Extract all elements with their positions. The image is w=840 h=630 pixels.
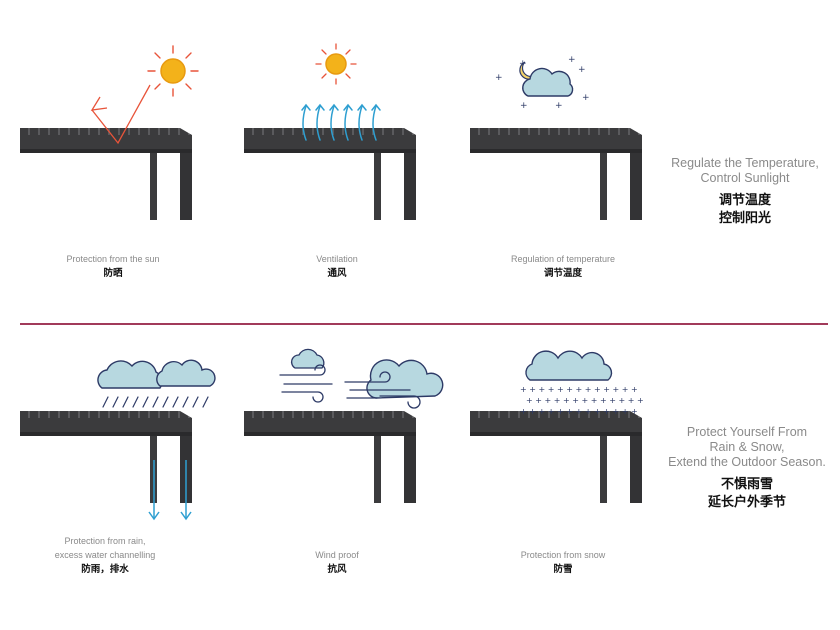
sun-icon bbox=[315, 43, 357, 85]
feature-rain bbox=[20, 359, 216, 521]
feature-sun-protection bbox=[20, 45, 199, 220]
pergola bbox=[244, 411, 416, 503]
svg-text:+: + bbox=[578, 65, 586, 75]
caption-cn: 防雪 bbox=[553, 564, 573, 575]
summary-en-line: Regulate the Temperature, bbox=[671, 156, 819, 170]
svg-text:+: + bbox=[519, 59, 527, 69]
summary-en-line: Control Sunlight bbox=[700, 171, 790, 185]
snow-cloud-icon: + + + + + + + + + + + + + + + + + + + + … bbox=[520, 350, 644, 416]
summary-sunlight: Regulate the Temperature, Control Sunlig… bbox=[650, 156, 840, 228]
caption-cn: 抗风 bbox=[327, 564, 347, 575]
svg-text:+: + bbox=[555, 101, 563, 111]
svg-text:+ + + + + + + + + + + + +: + + + + + + + + + + + + + bbox=[526, 396, 644, 405]
summary-cn-line: 延长户外季节 bbox=[707, 495, 786, 510]
caption-cn: 通风 bbox=[327, 268, 347, 279]
summary-en-line: Rain & Snow, bbox=[709, 440, 785, 454]
summary-en-line: Extend the Outdoor Season. bbox=[668, 455, 826, 469]
sun-icon bbox=[147, 45, 199, 97]
svg-text:+: + bbox=[568, 55, 576, 65]
caption-en: Protection from rain, bbox=[64, 536, 146, 546]
caption-en: Regulation of temperature bbox=[510, 254, 616, 264]
caption-wind: Wind proof 抗风 bbox=[237, 548, 437, 577]
caption-sun-protection: Protection from the sun 防晒 bbox=[13, 252, 213, 281]
feature-ventilation bbox=[244, 43, 416, 220]
caption-ventilation: Ventilation 通风 bbox=[237, 252, 437, 281]
summary-rain-snow: Protect Yourself From Rain & Snow, Exten… bbox=[654, 425, 840, 512]
caption-cn: 防晒 bbox=[103, 268, 123, 279]
night-cloud-icon: +++ +++ + bbox=[495, 55, 590, 111]
svg-text:+: + bbox=[495, 73, 503, 83]
section-divider bbox=[20, 323, 828, 325]
caption-temperature: Regulation of temperature 调节温度 bbox=[463, 252, 663, 281]
pergola bbox=[20, 128, 192, 220]
summary-cn-line: 调节温度 bbox=[718, 193, 771, 208]
caption-en: Protection from the sun bbox=[66, 254, 160, 264]
caption-rain: Protection from rain, excess water chann… bbox=[5, 534, 205, 577]
caption-cn: 调节温度 bbox=[543, 268, 582, 279]
feature-snow: + + + + + + + + + + + + + + + + + + + + … bbox=[470, 350, 644, 503]
svg-text:+ + + + + + + + + + + + +: + + + + + + + + + + + + + bbox=[520, 385, 638, 394]
summary-en-line: Protect Yourself From bbox=[686, 425, 808, 439]
caption-en: Wind proof bbox=[315, 550, 359, 560]
caption-snow: Protection from snow 防雪 bbox=[463, 548, 663, 577]
svg-text:+: + bbox=[582, 93, 590, 103]
feature-wind bbox=[244, 348, 444, 503]
svg-text:+: + bbox=[520, 101, 528, 111]
rain-cloud-icon bbox=[97, 359, 216, 408]
pergola bbox=[20, 411, 192, 503]
summary-cn-line: 不惧雨雪 bbox=[720, 477, 773, 492]
pergola bbox=[470, 128, 642, 220]
summary-cn-line: 控制阳光 bbox=[718, 211, 771, 226]
caption-en: Ventilation bbox=[316, 254, 358, 264]
caption-en: Protection from snow bbox=[520, 550, 606, 560]
pergola bbox=[470, 411, 642, 503]
feature-temperature: +++ +++ + bbox=[470, 55, 642, 220]
airflow-arrows-icon bbox=[301, 103, 381, 141]
pergola bbox=[244, 128, 416, 220]
water-drain-arrow-icon bbox=[148, 460, 192, 521]
caption-cn: 防雨，排水 bbox=[81, 564, 129, 575]
wind-icon bbox=[279, 348, 444, 409]
reflected-ray-icon bbox=[90, 84, 151, 145]
svg-text:+ + + + + + + + + + + + +: + + + + + + + + + + + + + bbox=[520, 407, 638, 416]
caption-en: excess water channelling bbox=[54, 550, 156, 560]
